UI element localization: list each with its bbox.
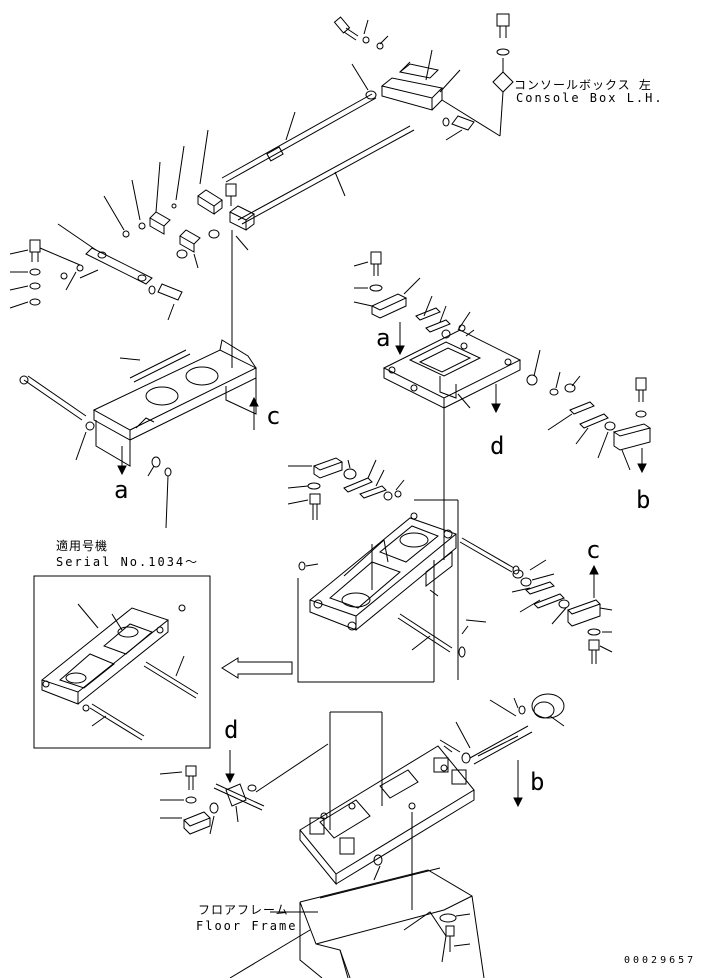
upper-base-plate xyxy=(20,230,258,528)
floor-frame-label-en: Floor Frame xyxy=(196,919,298,933)
reference-arrow-left xyxy=(222,658,292,678)
lower-rod xyxy=(238,126,414,224)
top-bolt-left xyxy=(334,17,358,40)
serial-inset xyxy=(34,576,210,748)
serial-label-jp: 適用号機 xyxy=(56,539,109,553)
ref-letter-c-right: c xyxy=(586,536,601,564)
drawing-number: 00029657 xyxy=(624,955,697,966)
ref-letter-a-right: a xyxy=(376,324,391,352)
top-linkage-assembly xyxy=(10,14,513,320)
right-upper-frame xyxy=(354,252,650,560)
ref-letter-d-right: d xyxy=(490,432,505,460)
ref-letter-a-lower-left: a xyxy=(114,476,129,504)
middle-main-frame xyxy=(222,458,612,682)
ref-letter-c-upper: c xyxy=(266,402,281,430)
upper-rod xyxy=(222,94,376,182)
console-box-label-en: Console Box L.H. xyxy=(516,91,664,105)
serial-label-en: Serial No.1034～ xyxy=(56,555,200,569)
console-box-label-jp: コンソールボックス 左 xyxy=(514,78,652,92)
floor-frame-label-jp: フロアフレーム xyxy=(198,903,289,917)
ref-letter-b-lower: b xyxy=(530,768,545,796)
console-bolt xyxy=(493,14,513,92)
lower-floor-plate xyxy=(160,694,564,978)
ref-letter-b-right: b xyxy=(636,486,651,514)
ref-letter-d-lower: d xyxy=(224,716,239,744)
